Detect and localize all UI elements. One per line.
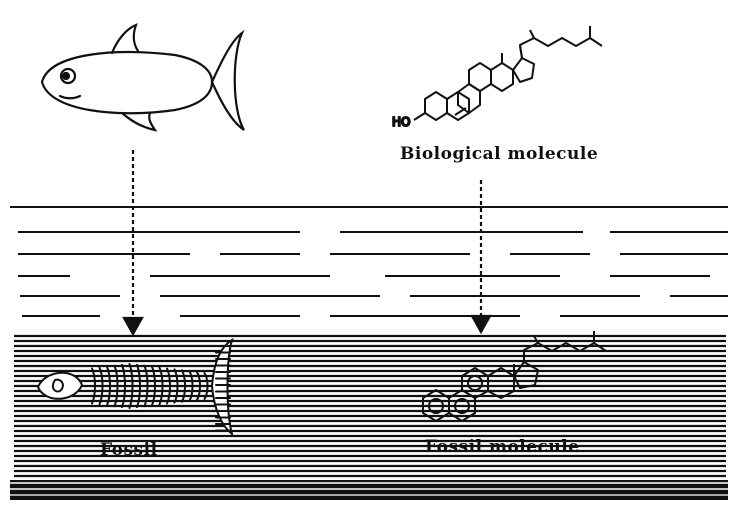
fossil-label: Fossil bbox=[100, 440, 158, 460]
cholesterol-structure-icon: HO bbox=[391, 26, 603, 130]
aromatic-steroid-structure-icon bbox=[422, 331, 607, 422]
biological-molecule-label: Biological molecule bbox=[400, 144, 599, 164]
arrow-down-icon bbox=[470, 180, 492, 335]
fossil-molecule-label: Fossil molecule bbox=[425, 437, 580, 457]
arrow-down-icon bbox=[122, 150, 144, 337]
fish-icon bbox=[40, 23, 245, 132]
sediment-layers bbox=[10, 206, 728, 500]
hydroxyl-label: HO bbox=[392, 115, 410, 129]
fish-skeleton-icon bbox=[36, 337, 234, 437]
